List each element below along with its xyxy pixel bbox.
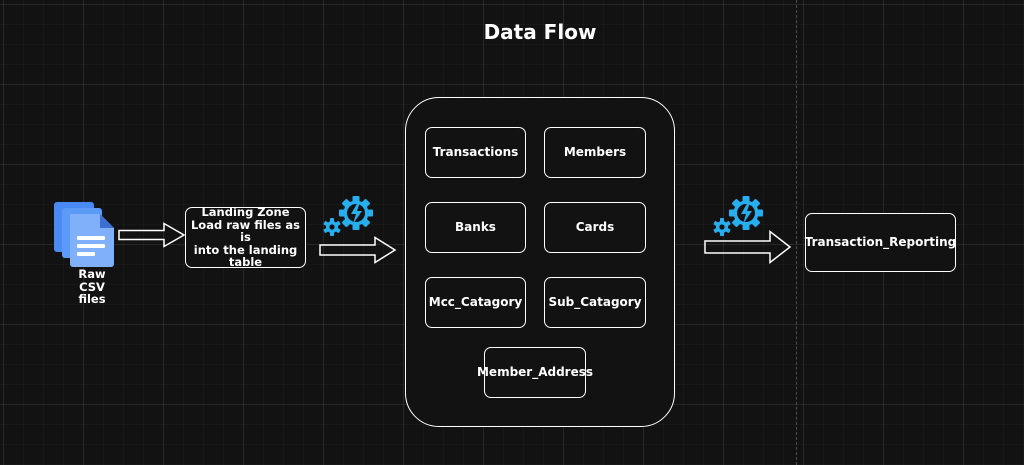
table-mcc-catagory: Mcc_Catagory <box>425 277 526 328</box>
table-members: Members <box>544 127 646 178</box>
gear-lightning-icon <box>323 196 373 236</box>
diagram-title: Data Flow <box>483 20 597 44</box>
landing-zone-title: Landing Zone <box>201 204 290 219</box>
arrow-to-landing-zone <box>118 222 186 248</box>
table-cards: Cards <box>544 202 646 253</box>
document-stack-icon <box>54 202 114 267</box>
page-divider <box>796 0 797 465</box>
raw-csv-files-label: Raw CSV files <box>64 268 120 306</box>
landing-zone-desc-line4: table <box>228 255 263 270</box>
table-transactions: Transactions <box>425 127 526 178</box>
table-sub-catagory: Sub_Catagory <box>544 277 646 328</box>
table-member-address: Member_Address <box>477 347 593 398</box>
landing-zone-desc-line2: Load raw files as is <box>190 217 300 245</box>
table-banks: Banks <box>425 202 526 253</box>
landing-zone-desc-line3: into the landing <box>193 242 298 257</box>
landing-zone-box: Landing Zone Load raw files as is into t… <box>185 204 306 270</box>
raw-csv-files-label-line1: Raw CSV <box>78 267 106 294</box>
raw-csv-files-label-line2: files <box>78 292 106 307</box>
gear-lightning-icon <box>713 196 763 236</box>
arrow-to-tables-container <box>319 236 397 264</box>
arrow-to-reporting <box>704 230 792 264</box>
transaction-reporting-box: Transaction_Reporting <box>805 213 956 272</box>
